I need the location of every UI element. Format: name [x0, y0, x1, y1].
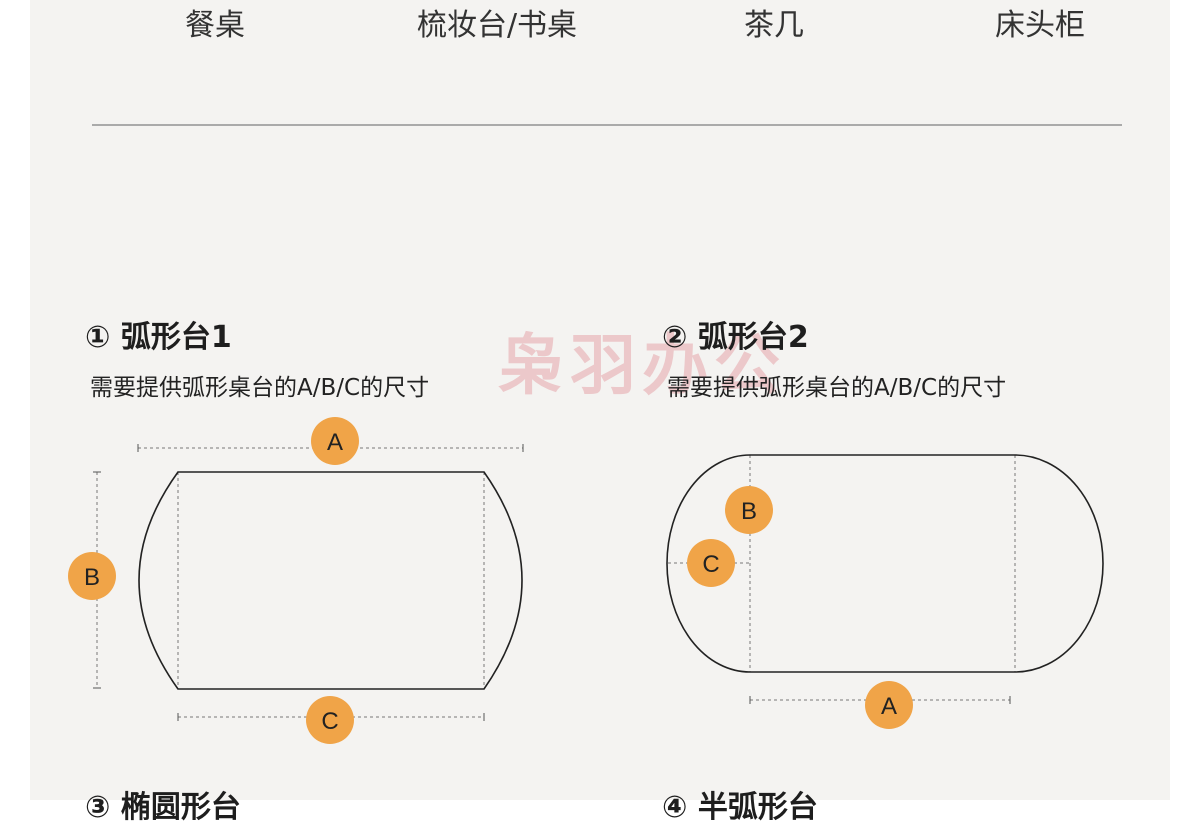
- svg-text:B: B: [741, 498, 757, 525]
- badge-b: B: [68, 552, 116, 600]
- diagrams: A B C B C A: [68, 417, 1104, 744]
- watermark: 枭羽办公: [498, 326, 786, 404]
- arc-table-2-shape: [666, 454, 1104, 673]
- svg-text:A: A: [327, 429, 343, 456]
- badge-c: C: [306, 696, 354, 744]
- badge-a-2: A: [865, 681, 913, 729]
- svg-text:B: B: [84, 564, 100, 591]
- section-subtitle-arc1: 需要提供弧形桌台的A/B/C的尺寸: [90, 375, 430, 401]
- content-panel: [30, 0, 1170, 800]
- divider: [92, 124, 1122, 126]
- badge-c-2: C: [687, 539, 735, 587]
- badge-b-2: B: [725, 486, 773, 534]
- category-coffee-table: 茶几: [744, 8, 804, 43]
- svg-text:C: C: [321, 708, 338, 735]
- category-dining-table: 餐桌: [185, 8, 245, 43]
- svg-text:C: C: [702, 551, 719, 578]
- category-nightstand: 床头柜: [995, 8, 1085, 43]
- arc-table-1-shape: [138, 471, 523, 690]
- section-title-arc2: ② 弧形台2: [662, 320, 809, 355]
- category-dresser-desk: 梳妆台/书桌: [416, 8, 578, 43]
- section-subtitle-arc2: 需要提供弧形桌台的A/B/C的尺寸: [667, 375, 1007, 401]
- section-title-arc1: ① 弧形台1: [85, 320, 232, 355]
- badge-a: A: [311, 417, 359, 465]
- svg-text:A: A: [881, 693, 897, 720]
